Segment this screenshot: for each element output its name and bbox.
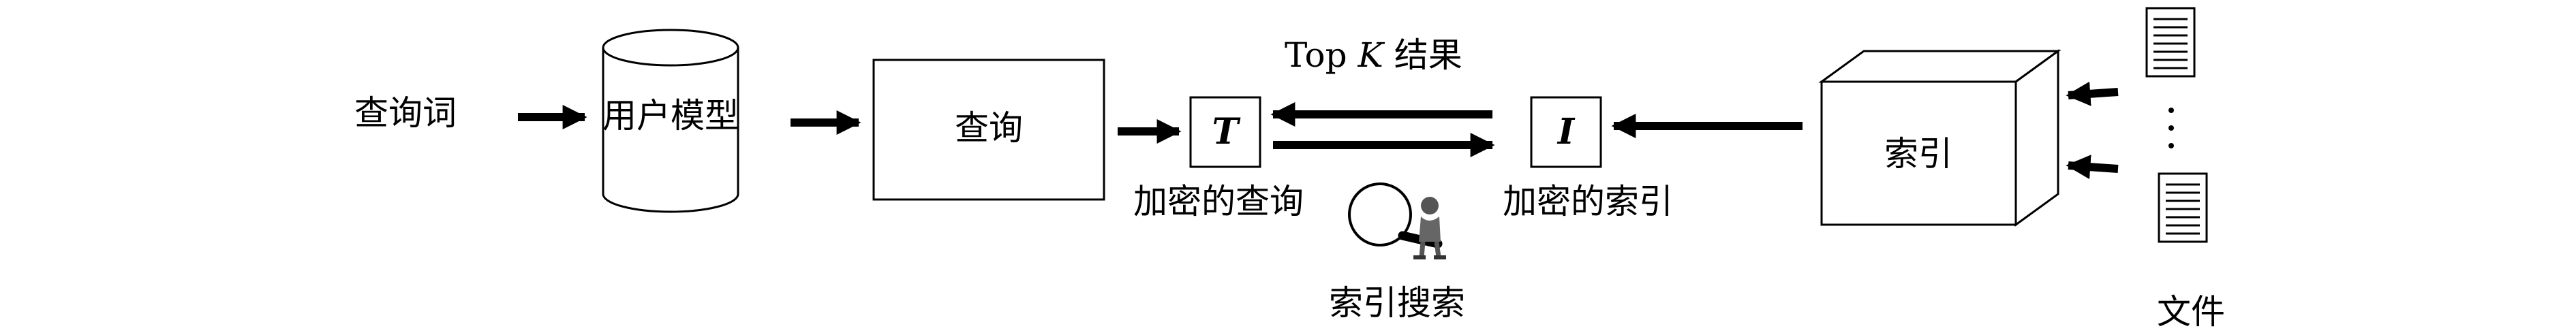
document-icon xyxy=(2158,172,2208,243)
encrypted-query-label: 加密的查询 xyxy=(1133,182,1304,221)
topk-k: K xyxy=(1357,35,1385,75)
query-label: 查询 xyxy=(955,108,1023,148)
document-icon xyxy=(2145,7,2196,78)
encrypted-index-label: 加密的索引 xyxy=(1503,182,1673,221)
encrypted-index-symbol: I xyxy=(1557,111,1576,153)
index-label: 索引 xyxy=(1884,134,1952,174)
magnifying-glass-person-icon xyxy=(1348,182,1446,259)
arrow-doc1-to-index xyxy=(2066,81,2119,106)
topk-result: 结果 xyxy=(1394,35,1462,75)
files-label: 文件 xyxy=(2157,292,2225,332)
query-term-label: 查询词 xyxy=(354,93,457,133)
arrow-doc2-to-index xyxy=(2066,155,2119,180)
trapdoor-box xyxy=(1189,96,1261,168)
trapdoor-symbol: T xyxy=(1212,111,1241,153)
vertical-ellipsis xyxy=(2168,108,2174,148)
index-cube: 索引 xyxy=(1818,49,2061,227)
topk-top: Top xyxy=(1285,35,1347,75)
topk-label: Top K 结果 xyxy=(1285,35,1462,75)
query-box xyxy=(872,59,1105,201)
encrypted-index-box xyxy=(1530,96,1602,168)
index-search-label: 索引搜索 xyxy=(1329,283,1465,323)
user-model-cylinder: 用户模型 xyxy=(602,29,739,213)
user-model-label: 用户模型 xyxy=(602,96,739,135)
